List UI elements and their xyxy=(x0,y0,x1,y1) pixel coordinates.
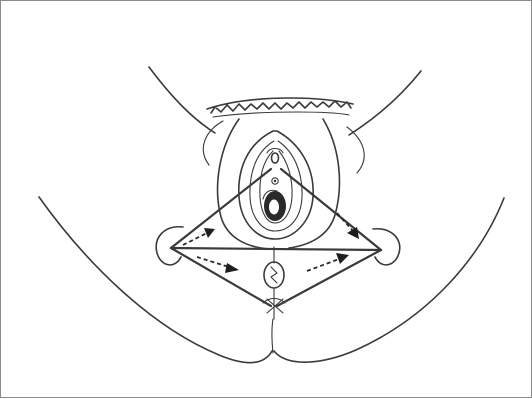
left-ischial-tuberosity xyxy=(156,227,183,265)
right-anal-triangle-edge xyxy=(277,250,381,306)
urogenital-triangle-base xyxy=(171,248,381,250)
anal-opening xyxy=(271,267,277,283)
left-thigh-outer-contour xyxy=(39,197,272,363)
lower-left-dashed-arrow xyxy=(197,257,239,273)
lower-right-dashed-arrow xyxy=(307,253,349,271)
right-upper-thigh-crease xyxy=(349,71,421,135)
upper-left-dashed-arrow xyxy=(183,228,215,245)
right-upper-triangle-edge xyxy=(281,169,381,250)
vaginal-introitus-inner xyxy=(269,200,279,215)
pubic-hair-outline xyxy=(207,98,353,113)
clitoris xyxy=(272,153,279,163)
urethral-opening-center xyxy=(274,180,276,182)
gluteal-cleft xyxy=(272,319,273,353)
right-labium-majus xyxy=(289,119,339,248)
left-anal-triangle-edge xyxy=(171,248,271,306)
left-upper-thigh-crease xyxy=(149,67,215,133)
pubic-hair-lower-edge xyxy=(213,112,349,117)
left-upper-triangle-edge xyxy=(171,169,271,248)
right-thigh-outer-contour xyxy=(274,198,504,362)
